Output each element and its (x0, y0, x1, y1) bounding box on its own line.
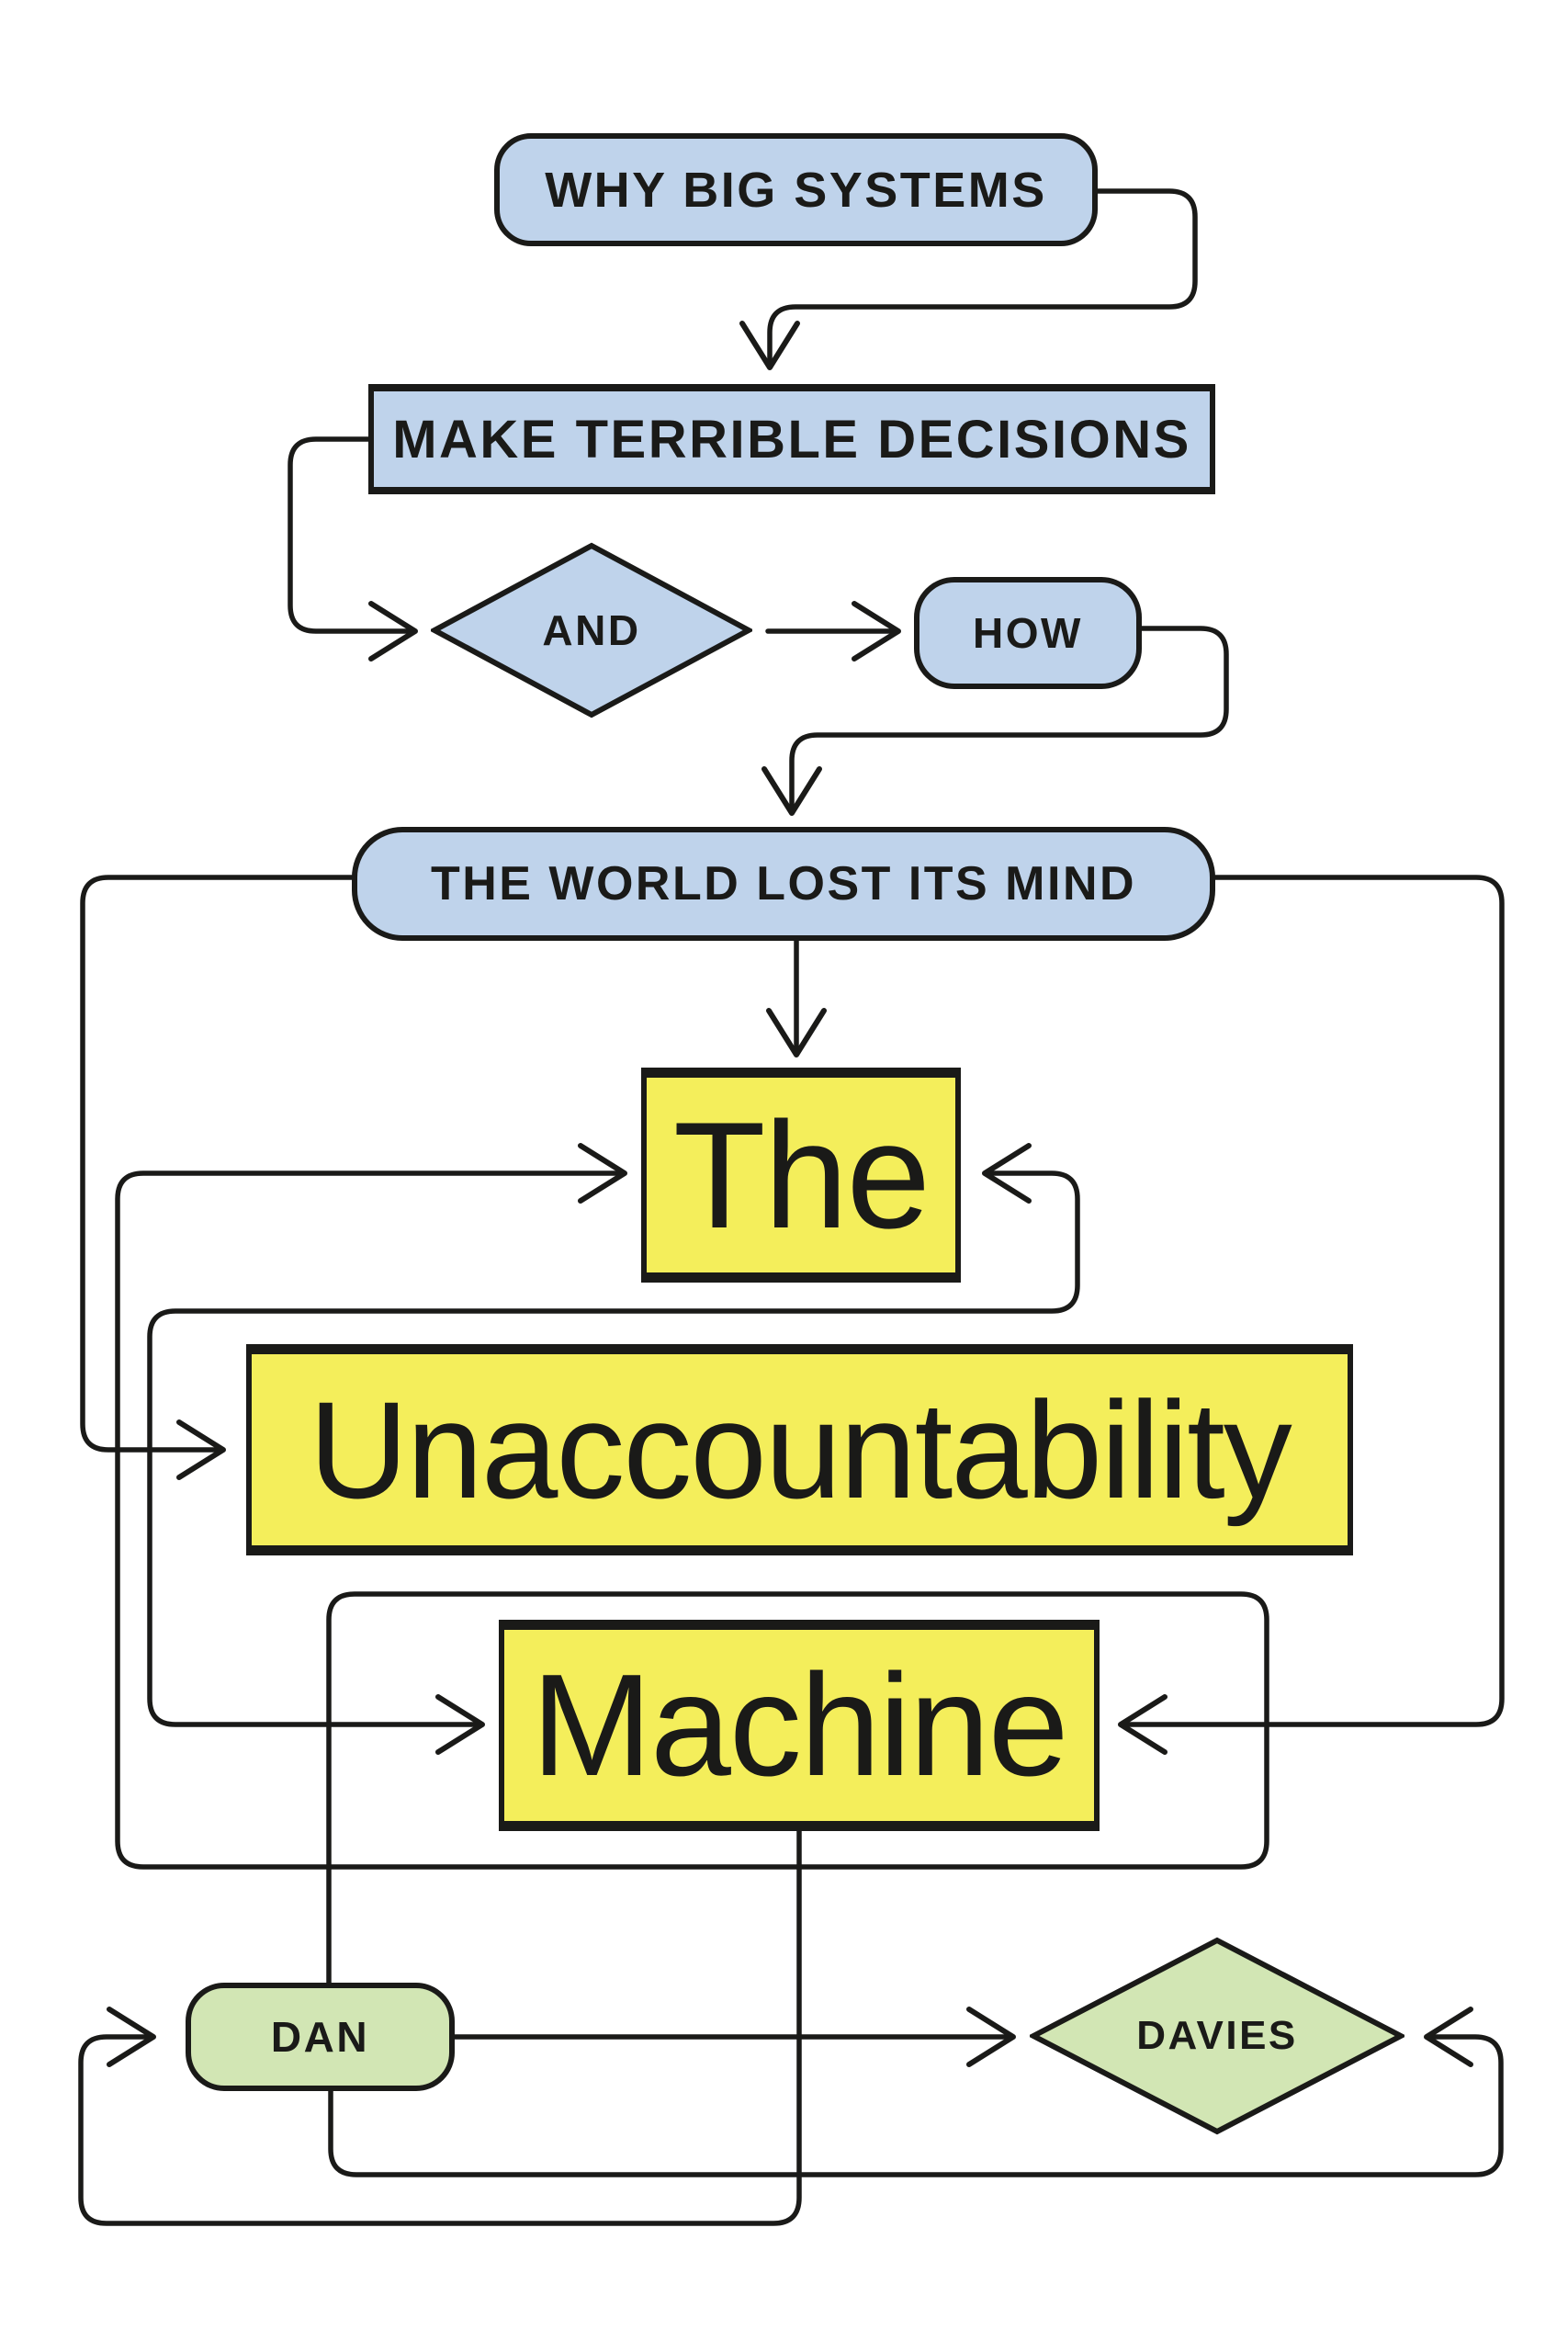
node-make-terrible-decisions-label: MAKE TERRIBLE DECISIONS (392, 409, 1191, 469)
arrowhead-left-into-the-right (982, 1143, 1032, 1204)
arrowhead-right-into-and (368, 601, 418, 662)
node-why-big-systems-label: WHY BIG SYSTEMS (545, 162, 1047, 218)
arrowhead-down-into-the (766, 1008, 827, 1057)
node-why-big-systems: WHY BIG SYSTEMS (494, 133, 1098, 246)
arrowhead-left-into-davies-right (1424, 2007, 1473, 2067)
node-title-the: The (641, 1068, 961, 1283)
arrowhead-right-into-unaccountability (176, 1419, 226, 1480)
connector-whybigsystems-to-maketerrible (767, 188, 1198, 367)
connector-the-right-to-machine-left (147, 1170, 1080, 1727)
arrowhead-right-into-how (852, 601, 901, 662)
arrowhead-left-into-machine-right (1118, 1694, 1168, 1755)
node-and-label: AND (542, 606, 641, 654)
node-the-world-lost-its-mind-label: THE WORLD LOST ITS MIND (430, 857, 1137, 910)
connector-how-to-worldlostmind (789, 626, 1229, 812)
connector-machine-bottom-to-dan (78, 1828, 802, 2226)
connector-dan-loop-to-the-left (115, 1170, 1269, 1987)
connector-dan-bottom-to-davies-right (328, 2034, 1504, 2177)
node-how: HOW (914, 577, 1142, 689)
connector-maketerrible-to-and (288, 436, 412, 634)
node-the-world-lost-its-mind: THE WORLD LOST ITS MIND (352, 827, 1215, 941)
connector-worldlostmind-to-machine (1123, 875, 1505, 1727)
and-diamond-shape (431, 542, 752, 718)
node-how-label: HOW (973, 609, 1083, 657)
node-title-unaccountability: Unaccountability (246, 1344, 1353, 1555)
author-first-name-label: DAN (270, 2013, 370, 2061)
arrowhead-right-into-davies-left (966, 2007, 1016, 2067)
arrowhead-down-into-worldlostmind (761, 766, 822, 816)
title-word-the: The (672, 1090, 931, 1260)
node-and-diamond: AND (431, 542, 752, 718)
arrowhead-right-into-the-left (578, 1143, 627, 1204)
title-word-machine: Machine (531, 1644, 1068, 1806)
davies-diamond-shape (1030, 1937, 1404, 2135)
node-author-dan: DAN (186, 1983, 455, 2091)
arrowhead-right-into-dan-left (107, 2007, 156, 2067)
node-make-terrible-decisions: MAKE TERRIBLE DECISIONS (368, 384, 1215, 494)
node-title-machine: Machine (499, 1620, 1100, 1831)
node-author-davies-diamond: DAVIES (1030, 1937, 1404, 2135)
arrowhead-right-into-machine-left (435, 1694, 485, 1755)
title-word-unaccountability: Unaccountability (309, 1372, 1292, 1527)
connector-worldlostmind-to-unaccountability (80, 875, 355, 1453)
author-last-name-label: DAVIES (1136, 2013, 1298, 2058)
arrowhead-down-into-maketerrible (739, 321, 800, 370)
